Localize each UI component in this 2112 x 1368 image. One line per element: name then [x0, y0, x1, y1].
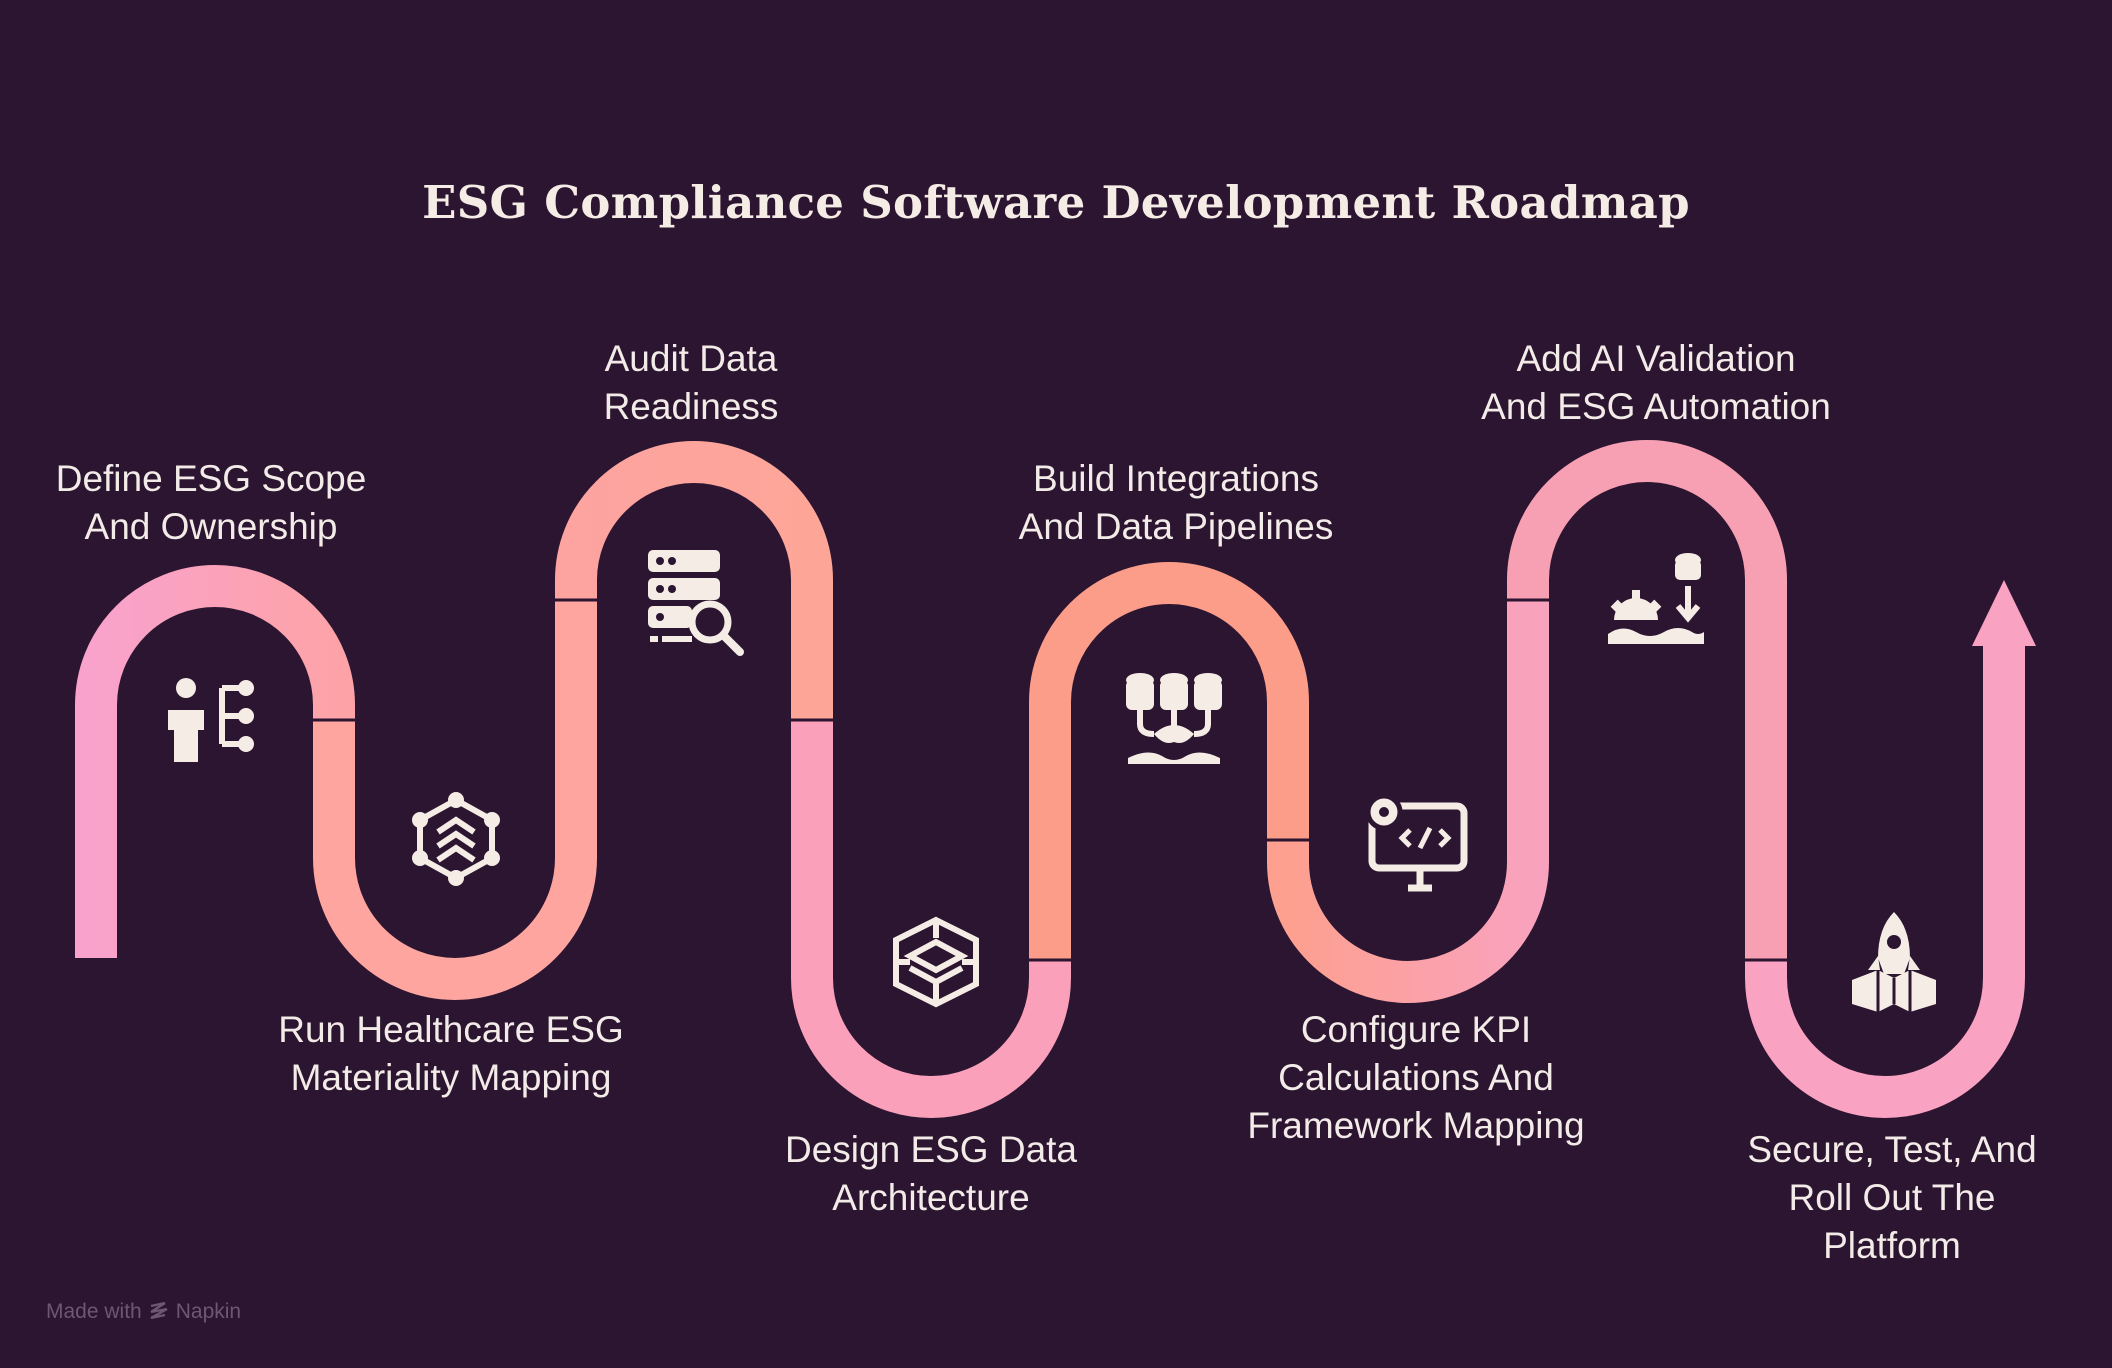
step-label-7-line2: And ESG Automation — [1481, 386, 1831, 427]
step-label-8-line2: Roll Out The — [1788, 1177, 1996, 1218]
database-gear-icon — [1608, 553, 1704, 644]
step-label-6-line1: Configure KPI — [1300, 1009, 1532, 1050]
step-label-2: Run Healthcare ESG Materiality Mapping — [278, 1006, 624, 1102]
step-label-3-line1: Audit Data — [604, 338, 778, 379]
database-pipeline-icon — [1126, 673, 1222, 764]
arrow-head — [1972, 580, 2036, 646]
step-label-1-line1: Define ESG Scope — [55, 458, 367, 499]
step-label-3: Audit Data Readiness — [604, 335, 779, 431]
data-architecture-icon — [893, 916, 979, 1008]
path-segment-1 — [75, 565, 355, 958]
person-hierarchy-icon — [168, 678, 254, 762]
rocket-launch-icon — [1852, 912, 1936, 1012]
network-layers-icon — [412, 792, 500, 886]
path-segment-5 — [1029, 562, 1309, 960]
step-label-4-line1: Design ESG Data — [784, 1129, 1078, 1170]
step-label-4: Design ESG Data Architecture — [785, 1126, 1077, 1222]
code-monitor-icon — [1365, 793, 1468, 892]
step-label-5-line1: Build Integrations — [1033, 458, 1319, 499]
server-search-icon — [648, 550, 744, 656]
step-label-8-line3: Platform — [1823, 1225, 1961, 1266]
credit-brand: Napkin — [175, 1300, 242, 1323]
step-label-5-line2: And Data Pipelines — [1018, 506, 1334, 547]
napkin-logo-icon — [150, 1301, 168, 1320]
step-label-6-line2: Calculations And — [1278, 1057, 1554, 1098]
step-label-4-line2: Architecture — [832, 1177, 1030, 1218]
step-label-6-line3: Framework Mapping — [1247, 1105, 1585, 1146]
step-label-6: Configure KPI Calculations And Framework… — [1247, 1006, 1584, 1150]
step-label-1: Define ESG Scope And Ownership — [56, 455, 367, 551]
step-label-7-line1: Add AI Validation — [1516, 338, 1796, 379]
page-title: ESG Compliance Software Development Road… — [422, 176, 1690, 229]
path-segment-7 — [1507, 440, 1787, 960]
path-segment-8 — [1745, 640, 2025, 1118]
step-label-1-line2: And Ownership — [84, 506, 338, 547]
step-label-5: Build Integrations And Data Pipelines — [1019, 455, 1334, 551]
path-segment-6 — [1267, 600, 1549, 1003]
step-label-8-line1: Secure, Test, And — [1747, 1129, 2037, 1170]
step-label-3-line2: Readiness — [603, 386, 779, 427]
step-label-2-line1: Run Healthcare ESG — [278, 1009, 624, 1050]
path-segment-2 — [313, 600, 597, 1000]
credit-prefix: Made with — [46, 1300, 142, 1323]
step-label-8: Secure, Test, And Roll Out The Platform — [1747, 1126, 2036, 1270]
made-with-credit[interactable]: Made with Napkin — [46, 1300, 241, 1324]
path-segment-4 — [791, 720, 1071, 1118]
path-segment-3 — [555, 441, 833, 720]
step-label-7: Add AI Validation And ESG Automation — [1481, 335, 1831, 431]
step-label-2-line2: Materiality Mapping — [290, 1057, 612, 1098]
